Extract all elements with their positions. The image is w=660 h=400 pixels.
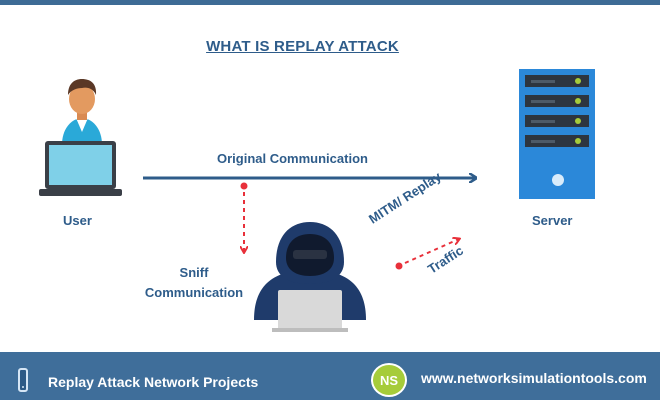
hacker-icon: [254, 222, 366, 332]
sniff-label-line1: Sniff: [179, 265, 209, 280]
user-label: User: [63, 213, 92, 228]
replay-arrow: [395, 239, 460, 270]
diagram-title: WHAT IS REPLAY ATTACK: [206, 38, 399, 55]
ns-logo-icon: NS: [371, 363, 407, 397]
phone-icon: [18, 368, 28, 392]
sniff-label-line2: Communication: [144, 285, 244, 300]
footer-bar: Replay Attack Network Projects NS www.ne…: [0, 352, 660, 400]
website-link[interactable]: www.networksimulationtools.com: [421, 370, 647, 386]
server-label: Server: [532, 213, 573, 228]
original-communication-label: Original Communication: [217, 151, 368, 166]
sniff-communication-label: Sniff Communication: [136, 263, 252, 303]
user-laptop-icon: [39, 79, 122, 196]
server-icon: [519, 69, 595, 199]
footer-title: Replay Attack Network Projects: [48, 374, 259, 390]
sniff-arrow: [241, 182, 248, 253]
top-bar: [0, 0, 660, 5]
